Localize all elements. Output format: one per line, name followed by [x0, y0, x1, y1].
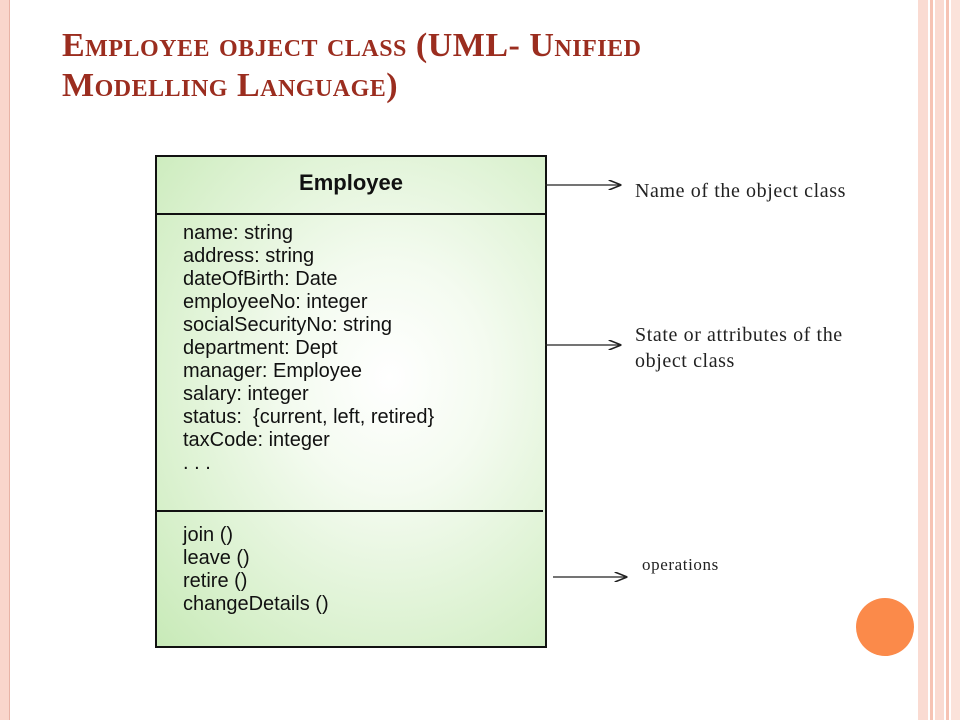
uml-operations-list: join () leave () retire () changeDetails…: [183, 524, 329, 616]
uml-attribute: salary: integer: [183, 383, 309, 405]
uml-attribute-ellipsis: . . .: [183, 452, 211, 474]
uml-attributes-list: name: string address: string dateOfBirth…: [183, 222, 434, 475]
slide-left-border-line: [9, 0, 10, 720]
uml-attribute: taxCode: integer: [183, 429, 330, 451]
title-line-1: Employee object class (UML- Unified: [62, 27, 642, 64]
uml-operation: changeDetails (): [183, 593, 329, 615]
uml-attribute: employeeNo: integer: [183, 291, 368, 313]
decorative-orange-circle: [856, 598, 914, 656]
uml-attribute: status: {current, left, retired}: [183, 406, 435, 428]
annotation-operations: operations: [642, 555, 719, 574]
title-line-2: Modelling Language): [62, 67, 399, 104]
uml-class-box: Employee name: string address: string da…: [155, 155, 547, 648]
annotation-attributes: State or attributes of the object class: [635, 322, 843, 374]
annotation-attributes-line-1: State or attributes of the: [635, 324, 843, 346]
right-stripe: [946, 0, 949, 720]
right-stripe: [935, 0, 944, 720]
uml-class-name: Employee: [157, 157, 545, 215]
annotation-attributes-line-2: object class: [635, 350, 735, 372]
uml-operation: retire (): [183, 570, 248, 592]
right-stripe: [951, 0, 960, 720]
annotation-class-name: Name of the object class: [635, 180, 846, 202]
uml-section-divider: [157, 510, 543, 512]
uml-attribute: address: string: [183, 245, 315, 267]
uml-attribute: socialSecurityNo: string: [183, 314, 392, 336]
slide-title: Employee object class (UML- Unified Mode…: [62, 26, 882, 106]
uml-attribute: dateOfBirth: Date: [183, 268, 338, 290]
uml-attribute: department: Dept: [183, 337, 338, 359]
right-stripe: [930, 0, 933, 720]
uml-attribute: manager: Employee: [183, 360, 362, 382]
right-stripe: [918, 0, 928, 720]
uml-operation: join (): [183, 524, 234, 546]
uml-operation: leave (): [183, 547, 250, 569]
slide-left-border: [0, 0, 9, 720]
uml-attribute: name: string: [183, 222, 294, 244]
